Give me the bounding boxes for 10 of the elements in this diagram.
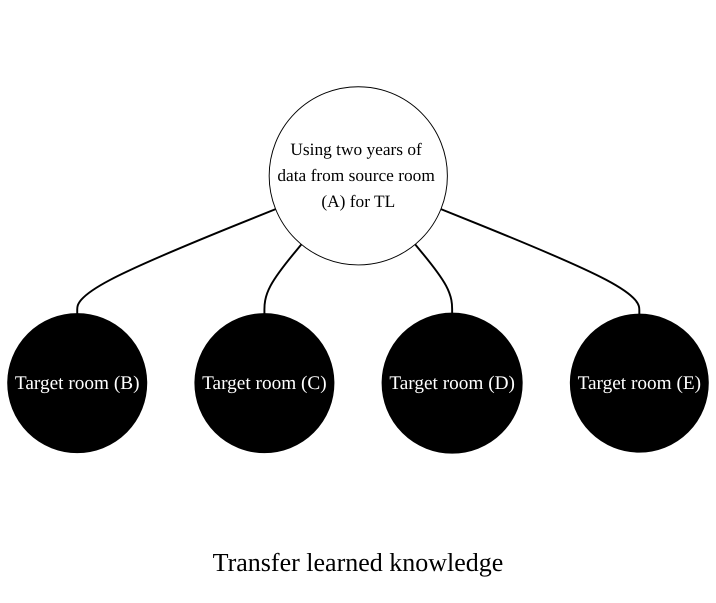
node-circle: Target room (D) [382, 312, 523, 454]
node-circle: Using two years of data from source room (A) for TL [268, 86, 448, 266]
node-circle: Target room (E) [570, 314, 709, 453]
connector [414, 244, 454, 314]
node-circle: Target room (B) [7, 313, 148, 454]
node-circle: Target room (C) [194, 313, 334, 454]
caption-text: Transfer learned knowledge [212, 548, 504, 577]
connector [440, 208, 640, 314]
connector [76, 208, 276, 314]
connector [263, 244, 302, 314]
